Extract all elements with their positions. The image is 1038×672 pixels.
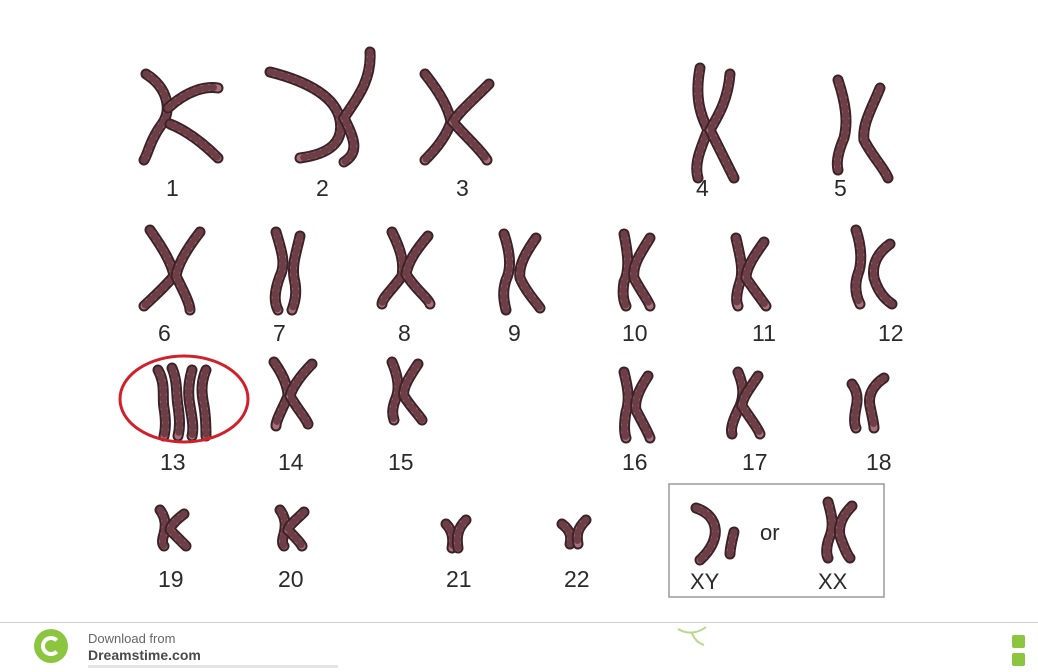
chromosome-19 bbox=[160, 510, 186, 546]
label-18: 18 bbox=[866, 449, 892, 475]
chromosome-17 bbox=[731, 372, 760, 434]
chromosome-18 bbox=[852, 378, 884, 428]
chromosome-13 bbox=[158, 368, 206, 436]
label-2: 2 bbox=[316, 175, 329, 201]
label-20: 20 bbox=[278, 566, 304, 592]
chromosome-11 bbox=[736, 238, 766, 306]
faint-caption-line bbox=[88, 665, 338, 668]
label-19: 19 bbox=[158, 566, 184, 592]
label-11: 11 bbox=[752, 320, 776, 346]
karyotype-diagram: 1 2 3 4 5 6 7 8 9 10 bbox=[0, 0, 1038, 622]
chromosome-22 bbox=[562, 520, 586, 544]
chromosome-3 bbox=[425, 74, 489, 160]
dreamstime-logo-icon bbox=[34, 629, 68, 663]
nav-down-button[interactable] bbox=[1012, 653, 1025, 666]
chromosome-20 bbox=[280, 510, 304, 546]
label-22: 22 bbox=[564, 566, 590, 592]
chromosome-6 bbox=[144, 230, 200, 310]
download-from-text: Download from bbox=[88, 631, 175, 646]
label-7: 7 bbox=[273, 320, 286, 346]
label-13: 13 bbox=[160, 449, 186, 475]
chromosome-15 bbox=[392, 362, 422, 420]
label-15: 15 bbox=[388, 449, 414, 475]
chromosome-xy bbox=[696, 508, 734, 560]
label-3: 3 bbox=[456, 175, 469, 201]
chromosome-12 bbox=[856, 230, 892, 304]
chromosome-10 bbox=[623, 234, 650, 306]
chromosome-21 bbox=[446, 520, 466, 548]
or-label: or bbox=[760, 520, 780, 545]
label-12: 12 bbox=[878, 320, 904, 346]
label-21: 21 bbox=[446, 566, 472, 592]
chromosome-9 bbox=[504, 234, 540, 310]
label-8: 8 bbox=[398, 320, 411, 346]
label-17: 17 bbox=[742, 449, 768, 475]
nav-up-button[interactable] bbox=[1012, 635, 1025, 648]
leaf-watermark-icon bbox=[676, 625, 716, 647]
xy-label: XY bbox=[690, 569, 720, 594]
sex-chromosome-box: or XY XX bbox=[669, 484, 884, 597]
watermark-footer: Download from Dreamstime.com bbox=[0, 622, 1038, 672]
chromosome-7 bbox=[275, 232, 300, 310]
xx-label: XX bbox=[818, 569, 848, 594]
chromosome-16 bbox=[624, 372, 650, 438]
chromosome-1 bbox=[144, 74, 218, 160]
chromosome-4 bbox=[697, 68, 734, 178]
label-1: 1 bbox=[166, 175, 179, 201]
label-6: 6 bbox=[158, 320, 171, 346]
chromosome-5 bbox=[837, 80, 888, 178]
chromosome-14 bbox=[274, 362, 312, 426]
chromosome-xx bbox=[827, 502, 852, 558]
chromosome-2 bbox=[270, 52, 370, 162]
brand-text: Dreamstime.com bbox=[88, 647, 201, 663]
chromosome-8 bbox=[382, 232, 430, 304]
label-5: 5 bbox=[834, 175, 847, 201]
label-4: 4 bbox=[696, 175, 709, 201]
label-16: 16 bbox=[622, 449, 648, 475]
label-9: 9 bbox=[508, 320, 521, 346]
label-10: 10 bbox=[622, 320, 648, 346]
label-14: 14 bbox=[278, 449, 304, 475]
